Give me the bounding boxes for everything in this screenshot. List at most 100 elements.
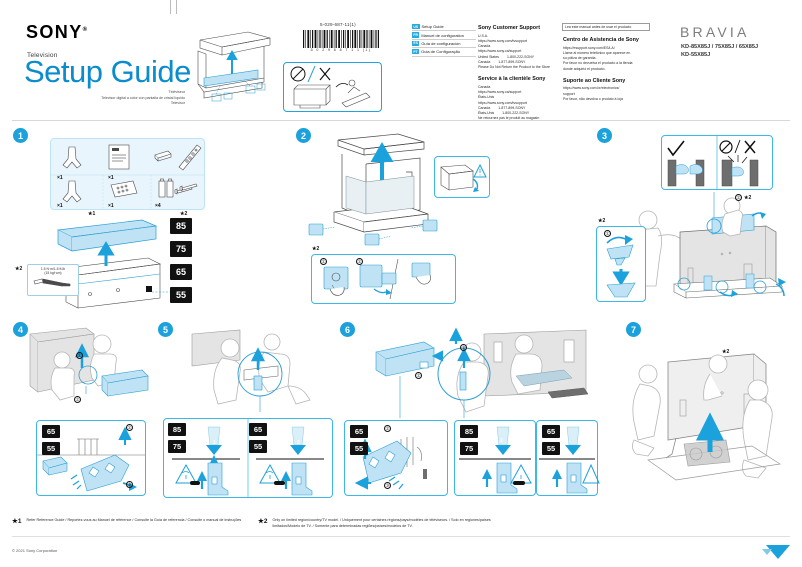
support-en-l3: Canada bbox=[478, 44, 491, 49]
support-es-l4: Por favor no devuelva el producto a la t… bbox=[563, 61, 633, 66]
step1-qty-screwcard: ×1 bbox=[108, 203, 114, 209]
cross-icon bbox=[319, 67, 331, 81]
support-en-l5: United States bbox=[478, 54, 500, 59]
step3-handling-panel bbox=[661, 135, 773, 190]
step1-carton-illustration bbox=[38, 218, 178, 309]
barcode bbox=[302, 30, 380, 48]
footnote-text: Only on limited region/country/TV model.… bbox=[272, 518, 491, 528]
step-badge-6: 6 bbox=[340, 322, 355, 337]
crop-marks bbox=[170, 0, 180, 14]
check-icon bbox=[667, 140, 685, 157]
support-en-fr: Sony Customer Support U.S.A. https://www… bbox=[478, 24, 558, 122]
lang-label: Manuel de configuration bbox=[421, 32, 465, 38]
size-badge-65: 65 bbox=[42, 425, 60, 438]
size-badge-55: 55 bbox=[350, 442, 368, 455]
lang-tag: PT bbox=[412, 49, 420, 55]
step-badge-7: 7 bbox=[626, 322, 641, 337]
step5-right-size-badges: 65 55 bbox=[249, 423, 267, 453]
bravia-logo: BRAVIA bbox=[680, 24, 750, 40]
step-badge-4: 4 bbox=[13, 322, 28, 337]
size-badge-75: 75 bbox=[170, 241, 192, 257]
support-es-pt: Centro de Asistencia de Sony https://esu… bbox=[563, 36, 653, 102]
lang-row-fr: FR Manuel de configuration bbox=[412, 31, 476, 40]
size-badge-85: 85 bbox=[170, 218, 192, 234]
warning-triangle-icon bbox=[473, 163, 487, 178]
step6-substep-1: ① bbox=[460, 344, 467, 351]
support-en-l2: https://www.sony.com/tvsupport bbox=[478, 38, 527, 43]
step6-panel-c-size-badges: 65 55 bbox=[542, 425, 560, 455]
step6-panel-b-position: 2 bbox=[500, 438, 503, 444]
step4-substep-2b: ② bbox=[126, 424, 133, 431]
support-fr-l1: Canada bbox=[478, 84, 491, 89]
step4-illustration bbox=[29, 327, 150, 423]
step5-left-size-badges: 85 75 bbox=[168, 423, 186, 453]
support-en-l6: 1-800-222-SONY bbox=[507, 54, 535, 59]
support-es-l2: Llame al número telefónico que aparece e… bbox=[563, 50, 631, 55]
step1-tool-star: ★2 bbox=[15, 266, 23, 272]
step5-left-position: 1 bbox=[213, 440, 216, 446]
step-badge-5: 5 bbox=[158, 322, 173, 337]
product-kicker: Television bbox=[27, 52, 58, 59]
warning-triangle-icon bbox=[259, 463, 281, 484]
support-pt-l1: https://www.sony.com.br/electronics/ bbox=[563, 86, 620, 91]
step4-substep-1: ① bbox=[76, 352, 83, 359]
support-es-l5: donde adquirió el producto. bbox=[563, 66, 606, 71]
warning-triangle-icon bbox=[510, 463, 532, 484]
language-legend: US Setup Guide FR Manuel de configuratio… bbox=[412, 23, 476, 57]
size-badge-55: 55 bbox=[542, 442, 560, 455]
step4-size-badges: 65 55 bbox=[42, 425, 60, 455]
step2-star2-label: ★2 bbox=[312, 246, 320, 252]
step6-panel-a-sub2: ② bbox=[384, 425, 391, 432]
footnote-star2: ★2 Only on limited region/country/TV mod… bbox=[258, 518, 508, 529]
step-badge-1: 1 bbox=[13, 128, 28, 143]
sony-logo: SONY® bbox=[26, 22, 87, 43]
size-badge-65: 65 bbox=[542, 425, 560, 438]
step-badge-2: 2 bbox=[296, 128, 311, 143]
warning-triangle-icon bbox=[582, 463, 600, 484]
barcode-digits: 5 0 2 9 6 8 7 1 1 (1) bbox=[310, 48, 372, 52]
prohibition-icon bbox=[719, 140, 733, 154]
model-numbers: KD-85X85J / 75X85J / 65X85J KD-55X85J bbox=[681, 43, 758, 60]
lang-label: Guia de Configuração bbox=[421, 49, 461, 55]
step3-substep-2: ② bbox=[735, 194, 742, 201]
lang-label: Guía de configuración bbox=[421, 40, 461, 46]
read-manual-note: Lea este manual antes de usar el product… bbox=[562, 23, 650, 32]
step1-qty-leg1: ×1 bbox=[57, 175, 63, 181]
size-badge-75: 75 bbox=[460, 442, 478, 455]
sony-wordmark: SONY bbox=[26, 22, 83, 42]
step1-qty-manual: ×1 bbox=[108, 175, 114, 181]
lang-tag: FR bbox=[412, 32, 420, 38]
support-fr-l4: https://www.sony.com/tvsupport bbox=[478, 100, 527, 105]
support-fr-l8: 1-800-222-SONY bbox=[502, 111, 530, 116]
registered-mark: ® bbox=[82, 27, 88, 33]
step1-qty-leg2: ×1 bbox=[57, 203, 63, 209]
step3-star2-left: ★2 bbox=[598, 218, 606, 224]
step3-lifting-illustration bbox=[626, 192, 791, 302]
step2-substep-1: ① bbox=[320, 258, 327, 265]
step4-substep-3: ③ bbox=[126, 481, 133, 488]
support-en-l4: https://www.sony.ca/support bbox=[478, 49, 522, 54]
support-pt-l2: support bbox=[563, 91, 575, 96]
model-line-1: KD-85X85J / 75X85J / 65X85J bbox=[681, 44, 759, 50]
support-fr-l2: https://www.sony.ca/support bbox=[478, 90, 522, 95]
step6-panel-a bbox=[344, 420, 448, 496]
lang-row-us: US Setup Guide bbox=[412, 23, 476, 32]
support-en-l7: Canada bbox=[478, 59, 491, 64]
size-badge-85: 85 bbox=[168, 423, 186, 436]
header-divider bbox=[12, 120, 790, 121]
lang-row-es: ES Guía de configuración bbox=[412, 40, 476, 49]
lang-row-pt: PT Guia de Configuração bbox=[412, 48, 476, 57]
step3-substep-2-group: ② ★2 bbox=[735, 194, 751, 201]
page-title: Setup Guide bbox=[24, 54, 191, 89]
step6-substep-2: ② bbox=[415, 372, 422, 379]
cross-icon bbox=[744, 140, 756, 154]
part-number: 5-029-687-11(1) bbox=[320, 22, 356, 27]
step6-panel-b bbox=[454, 420, 536, 496]
sony-corner-mark bbox=[762, 543, 792, 561]
support-en-l9: Please Do Not Return the Product to the … bbox=[478, 65, 550, 70]
tv-falling-illustration bbox=[293, 84, 331, 109]
size-badge-65: 65 bbox=[350, 425, 368, 438]
step3-substep-1: ① bbox=[604, 230, 611, 237]
step2-substep-2: ② bbox=[356, 258, 363, 265]
